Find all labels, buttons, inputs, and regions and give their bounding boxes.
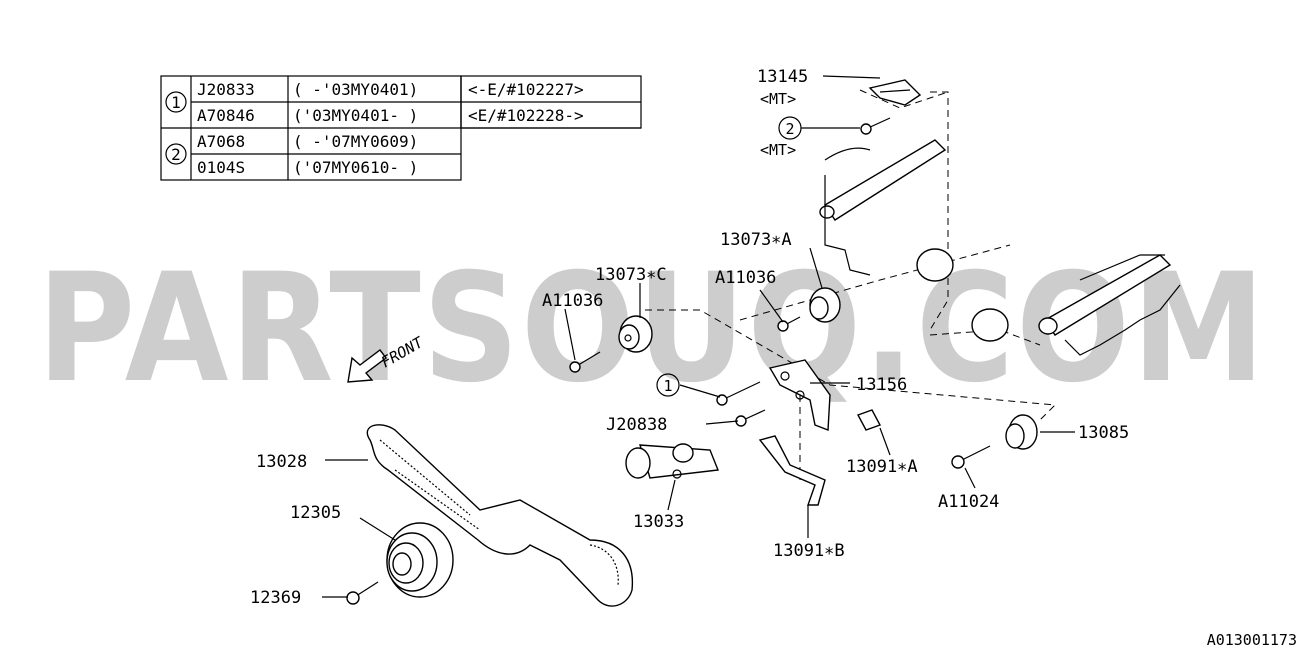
table-row-2-date: ('03MY0401- ) xyxy=(293,106,418,125)
crank-pulley-12305 xyxy=(386,522,454,598)
circled-marker-2-icon xyxy=(165,143,187,165)
bolts xyxy=(346,117,991,605)
table-row-1-serial: <-E/#102227> xyxy=(468,80,584,99)
callout-13073c: 13073∗C xyxy=(595,265,667,285)
plate-13091b xyxy=(758,435,826,506)
tensioner-bracket-13156 xyxy=(768,359,831,431)
circled-marker-1-icon xyxy=(165,91,187,113)
table-row-2-serial: <E/#102228-> xyxy=(468,106,584,125)
callout-circ2: 2 xyxy=(785,120,794,138)
table-row-3-date: ( -'07MY0609) xyxy=(293,132,418,151)
upper-belt-cover xyxy=(819,139,1181,356)
callout-13091b: 13091∗B xyxy=(773,541,845,561)
callout-a11036-left: A11036 xyxy=(542,291,603,311)
callout-13145: 13145 xyxy=(757,67,808,87)
callout-j20838: J20838 xyxy=(606,415,667,435)
callout-13156: 13156 xyxy=(856,375,907,395)
table-group-2-marker: 2 xyxy=(171,145,181,164)
table-row-2-part: A70846 xyxy=(197,106,255,125)
cam-sprockets xyxy=(916,248,1009,342)
circle-callout-1-icon xyxy=(656,373,680,397)
table-row-1-date: ( -'03MY0401) xyxy=(293,80,418,99)
clip-13091a xyxy=(857,409,881,431)
callout-13028: 13028 xyxy=(256,452,307,472)
idler-pulley-13073c xyxy=(618,315,653,353)
callout-13073a: 13073∗A xyxy=(720,230,792,250)
table-group-1-marker: 1 xyxy=(171,93,181,112)
callout-13085: 13085 xyxy=(1078,423,1129,443)
table-row-3-part: A7068 xyxy=(197,132,245,151)
idler-pulley-13073a xyxy=(809,287,841,323)
idler-pulley-13085 xyxy=(1005,414,1038,450)
drawing-id: A013001173 xyxy=(1207,631,1297,649)
callout-a11024: A11024 xyxy=(938,492,999,512)
callout-mt-1: <MT> xyxy=(760,90,796,108)
callout-mt-2: <MT> xyxy=(760,141,796,159)
callout-circ1: 1 xyxy=(663,377,672,395)
callout-13033: 13033 xyxy=(633,512,684,532)
tensioner-13033 xyxy=(625,443,719,479)
spec-table: 1 2 J20833 ( -'03MY0401) <-E/#102227> A7… xyxy=(160,75,642,181)
table-row-4-part: 0104S xyxy=(197,158,245,177)
callout-12369: 12369 xyxy=(250,588,301,608)
table-row-1-part: J20833 xyxy=(197,80,255,99)
table-row-4-date: ('07MY0610- ) xyxy=(293,158,418,177)
callout-a11036-mid: A11036 xyxy=(715,268,776,288)
callout-13091a: 13091∗A xyxy=(846,457,918,477)
reference-lines xyxy=(645,89,1057,480)
timing-belt-13028 xyxy=(366,424,634,607)
cover-clip-13145 xyxy=(868,79,922,106)
callout-12305: 12305 xyxy=(290,503,341,523)
leader-lines xyxy=(322,75,1075,598)
